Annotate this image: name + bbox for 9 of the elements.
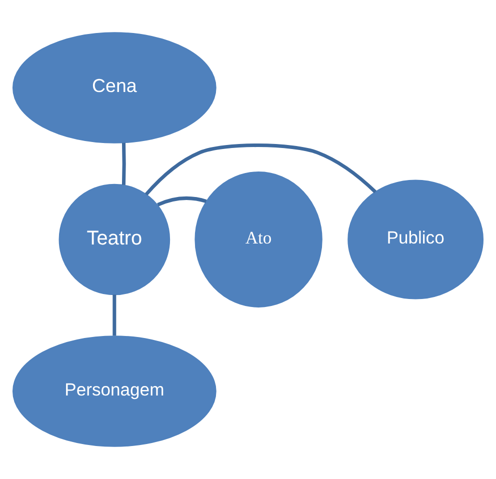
connector [112, 294, 116, 336]
connector [157, 196, 207, 206]
connector [144, 144, 377, 196]
node-circle: Teatro [58, 184, 170, 296]
connector [122, 142, 126, 186]
node-ellipse: Cena [12, 32, 216, 144]
node-ellipse: Personagem [12, 336, 216, 447]
node-circle: Ato [194, 172, 322, 308]
node-ellipse: Publico [348, 180, 484, 300]
